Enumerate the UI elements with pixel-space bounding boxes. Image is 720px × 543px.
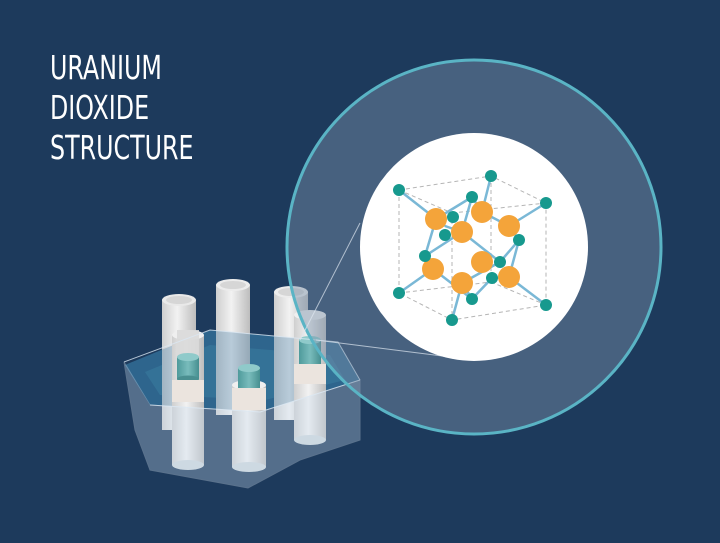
oxygen-atoms (393, 170, 552, 326)
title-line-1: URANIUM (50, 48, 162, 87)
fuel-rod-front-left (172, 330, 204, 470)
page-title: URANIUM DIOXIDE STRUCTURE (50, 48, 194, 168)
lattice-view-circle (360, 133, 588, 361)
fuel-pellet (238, 368, 260, 390)
uranium-atoms (422, 201, 520, 294)
zoom-lens (285, 58, 663, 436)
unit-cell-outline (398, 175, 547, 321)
title-line-2: DIOXIDE (50, 88, 150, 127)
fuel-pellet (177, 357, 199, 379)
fluorite-crystal-lattice (393, 170, 552, 326)
title-line-3: STRUCTURE (50, 128, 194, 167)
fuel-rod-front-center (232, 364, 266, 472)
